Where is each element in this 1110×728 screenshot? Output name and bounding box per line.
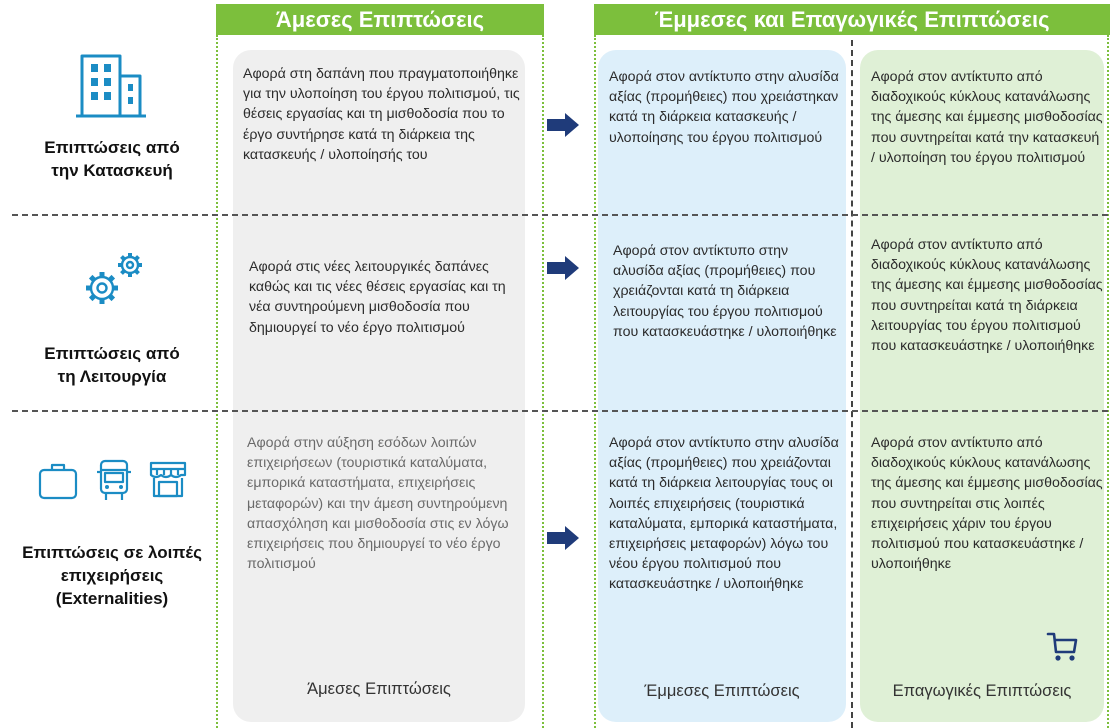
externalities-induced-text: Αφορά στον αντίκτυπο από διαδοχικούς κύκ… [871, 435, 1103, 573]
row-label-operation: Επιπτώσεις από τη Λειτουργία [18, 342, 206, 388]
indirect-column [598, 50, 846, 722]
shopping-cart-icon [1046, 630, 1080, 664]
externalities-direct-text: Αφορά στην αύξηση εσόδων λοιπών επιχειρή… [247, 435, 509, 573]
construction-indirect-text: Αφορά στον αντίκτυπο στην αλυσίδα αξίας … [609, 69, 839, 146]
header-direct: Άμεσες Επιπτώσεις [216, 4, 544, 35]
row-label-construction: Επιπτώσεις από την Κατασκευή [18, 136, 206, 182]
indirect-induced-separator [851, 40, 853, 728]
externalities-indirect-text: Αφορά στον αντίκτυπο στην αλυσίδα αξίας … [609, 435, 839, 593]
operation-indirect-text: Αφορά στον αντίκτυπο στην αλυσίδα αξίας … [613, 243, 837, 340]
row-label-line: Επιπτώσεις σε λοιπές [22, 543, 202, 562]
row-label-line: τη Λειτουργία [57, 367, 167, 386]
header-indirect-induced: Έμμεσες και Επαγωγικές Επιπτώσεις [594, 4, 1110, 35]
footer-indirect: Έμμεσες Επιπτώσεις [644, 682, 800, 700]
row-label-line: επιχειρήσεις [60, 566, 164, 585]
footer-direct: Άμεσες Επιπτώσεις [307, 680, 451, 698]
indirect-left-guide [594, 35, 596, 728]
bus-icon [96, 458, 134, 504]
row-label-externalities: Επιπτώσεις σε λοιπές επιχειρήσεις (Exter… [10, 541, 214, 610]
building-icon [76, 52, 152, 118]
row-separator [12, 410, 1108, 412]
arrow-right-icon [547, 256, 581, 280]
direct-left-guide [216, 35, 218, 728]
row-label-line: Επιπτώσεις από [44, 344, 180, 363]
operation-direct-text: Αφορά στις νέες λειτουργικές δαπάνες καθ… [249, 259, 506, 336]
suitcase-icon [38, 460, 80, 502]
construction-induced-text: Αφορά στον αντίκτυπο από διαδοχικούς κύκ… [871, 69, 1103, 166]
direct-column [233, 50, 525, 722]
direct-right-guide [542, 35, 544, 728]
shop-icon [148, 460, 188, 502]
construction-direct-text: Αφορά στη δαπάνη που πραγματοποιήθηκε γι… [243, 66, 520, 163]
footer-induced: Επαγωγικές Επιπτώσεις [892, 682, 1072, 700]
induced-column [860, 50, 1104, 722]
row-label-line: Επιπτώσεις από [44, 138, 180, 157]
row-label-line: την Κατασκευή [51, 161, 173, 180]
arrow-right-icon [547, 526, 581, 550]
row-label-line: (Externalities) [55, 589, 169, 608]
arrow-right-icon [547, 113, 581, 137]
row-separator [12, 214, 1108, 216]
gears-icon [80, 250, 150, 310]
induced-right-guide [1107, 35, 1109, 728]
operation-induced-text: Αφορά στον αντίκτυπο από διαδοχικούς κύκ… [871, 237, 1103, 355]
